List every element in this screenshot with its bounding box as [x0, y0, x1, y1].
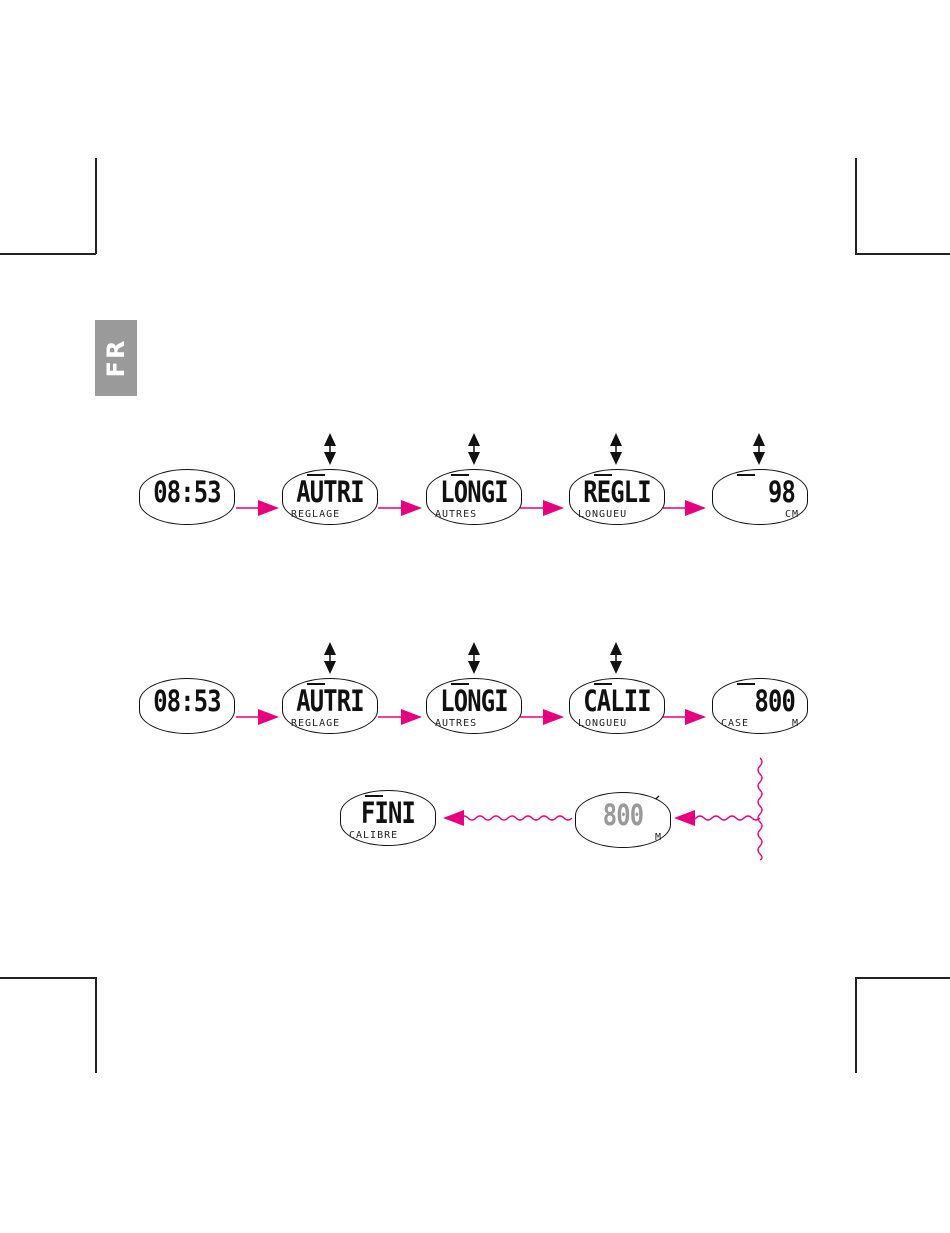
lcd-sub-left: REGLAGE	[291, 718, 340, 729]
lcd-r1-3: LONGI AUTRES	[426, 469, 522, 525]
lcd-sub-left: REGLAGE	[291, 509, 340, 520]
lcd-main-text: REGLI	[578, 476, 655, 508]
updown-arrow-r1-5	[753, 433, 765, 465]
wavy-connector-down	[758, 758, 762, 860]
lcd-r2-3: LONGI AUTRES	[426, 678, 522, 734]
lcd-sub-left: LONGUEU	[578, 718, 627, 729]
lcd-r2-2: AUTRI REGLAGE	[282, 678, 378, 734]
lcd-main-text: LONGI	[435, 685, 512, 717]
lcd-main-text: 08:53	[148, 476, 225, 508]
lcd-sub-left: LONGUEU	[578, 509, 627, 520]
lcd-main-text: CALII	[578, 685, 655, 717]
updown-arrow-r2-4	[610, 642, 622, 674]
updown-arrow-r2-2	[324, 642, 336, 674]
lcd-r1-1: 08:53	[139, 469, 235, 525]
lcd-main-text: LONGI	[435, 476, 512, 508]
lcd-sub-left: AUTRES	[435, 718, 477, 729]
lcd-main-text: FINI	[349, 797, 426, 829]
lcd-r3-blinking: 800 M	[575, 792, 671, 848]
lcd-r1-5: 98 CM	[712, 469, 808, 525]
lcd-r2-4: CALII LONGUEU	[569, 678, 665, 734]
lcd-sub-left: AUTRES	[435, 509, 477, 520]
lcd-sub-right: CM	[785, 509, 799, 520]
lcd-main-text: 800	[728, 685, 795, 717]
updown-arrow-r1-2	[324, 433, 336, 465]
wavy-connector-left-2	[452, 816, 572, 820]
lcd-r2-1: 08:53	[139, 678, 235, 734]
updown-arrow-r2-3	[468, 642, 480, 674]
lcd-r1-4: REGLI LONGUEU	[569, 469, 665, 525]
lcd-sub-right: M	[792, 718, 799, 729]
lcd-main-text: 800	[584, 799, 661, 831]
updown-arrow-r1-3	[468, 433, 480, 465]
lcd-sub-left: CASE	[721, 718, 749, 729]
lcd-main-text: AUTRI	[291, 476, 368, 508]
lcd-sub-left: CALIBRE	[349, 830, 398, 841]
lcd-sub-right: M	[655, 832, 662, 843]
lcd-r3-final: FINI CALIBRE	[340, 790, 436, 846]
lcd-r1-2: AUTRI REGLAGE	[282, 469, 378, 525]
lcd-r2-5: 800 CASE M	[712, 678, 808, 734]
lcd-main-text: 98	[728, 476, 795, 508]
updown-arrow-r1-4	[610, 433, 622, 465]
lcd-main-text: AUTRI	[291, 685, 368, 717]
lcd-main-text: 08:53	[148, 685, 225, 717]
